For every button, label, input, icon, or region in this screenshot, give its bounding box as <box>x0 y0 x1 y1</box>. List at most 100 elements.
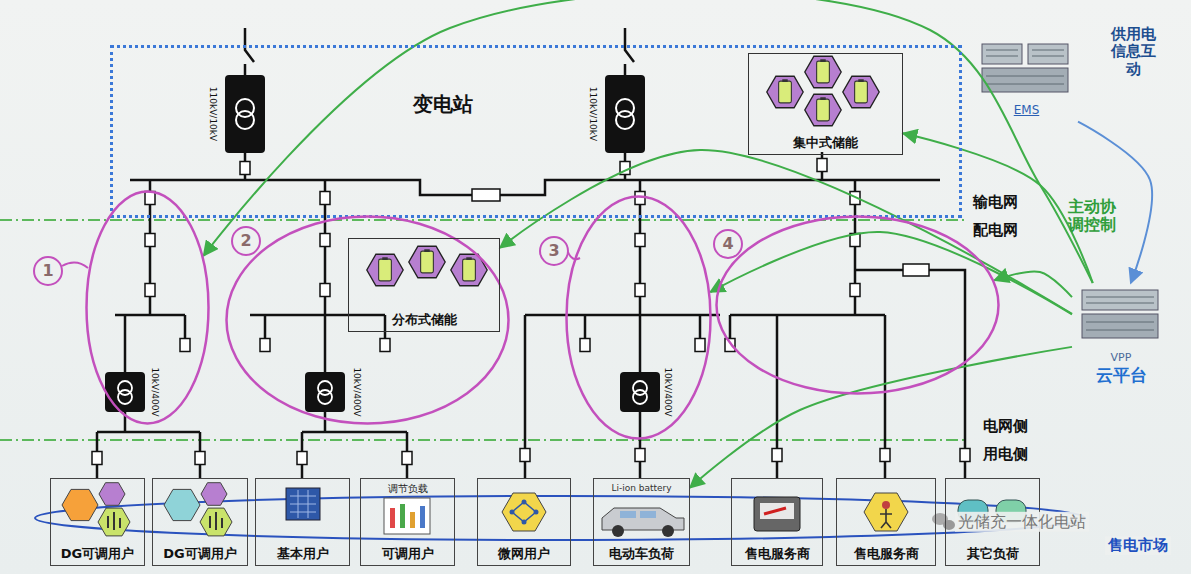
breaker-symbol <box>320 284 330 297</box>
breaker-symbol <box>725 339 735 352</box>
ellipse-outline <box>225 215 510 425</box>
breaker-symbol <box>635 234 645 247</box>
battery-hexagon <box>409 246 445 277</box>
callout-number: 3 <box>539 236 569 266</box>
region-ellipse <box>567 197 711 439</box>
breaker-symbol <box>402 452 412 465</box>
transformer-symbol <box>305 372 345 412</box>
battery-hexagon <box>843 76 879 107</box>
node-label: 售电服务商 <box>745 546 810 562</box>
transformer-symbol <box>620 372 660 412</box>
user-box: DG可调用户 <box>50 478 145 566</box>
breaker-symbol <box>635 284 645 297</box>
callout-number: 4 <box>713 229 743 259</box>
wire <box>250 180 407 478</box>
breaker-symbol <box>240 162 250 175</box>
side-label: 输电网 <box>973 194 1018 211</box>
battery-hexagon <box>767 76 803 107</box>
ellipse-outline <box>85 190 210 425</box>
server-icon <box>982 44 1068 92</box>
node-label: 售电服务商 <box>854 546 919 562</box>
wire <box>730 180 965 478</box>
callout-number: 1 <box>33 256 63 286</box>
watermark: 光储充一体化电站 <box>955 512 1089 532</box>
node-label: 集中式储能 <box>793 135 858 151</box>
breaker-symbol <box>520 449 530 462</box>
user-box: 售电服务商 <box>731 478 823 566</box>
node-label: 其它负荷 <box>967 546 1019 562</box>
node-label: 微网用户 <box>498 546 550 562</box>
node-label: VPP <box>1111 351 1132 364</box>
rating-label: 110kV/10kV <box>208 87 218 141</box>
user-box: 售电服务商 <box>836 478 936 566</box>
side-label: 售电市场 <box>1105 536 1171 555</box>
rating-label: 10kV/400V <box>352 367 362 416</box>
breaker-symbol <box>145 284 155 297</box>
service-icon <box>864 493 908 531</box>
breaker-symbol <box>635 449 645 462</box>
transformer-symbol <box>225 75 265 153</box>
transformer-symbol <box>605 75 645 153</box>
breaker-symbol <box>260 339 270 352</box>
dg-icon <box>164 483 232 536</box>
breaker-symbol <box>880 449 890 462</box>
node-label: 调节负载 <box>388 483 428 495</box>
rating-label: 10kV/400V <box>150 367 160 416</box>
substation-region: 变电站集中式储能 <box>110 45 962 218</box>
boundary-line <box>0 439 965 441</box>
breaker-symbol <box>960 449 970 462</box>
user-box: 微网用户 <box>477 478 571 566</box>
ellipse-outline <box>565 195 712 440</box>
side-label: 主动协调控制 <box>1068 198 1116 235</box>
node-label: Li-ion battery <box>611 483 671 494</box>
breaker-symbol <box>145 192 155 205</box>
rating-label: 110kV/10kV <box>588 87 598 141</box>
side-label: 配电网 <box>973 222 1018 239</box>
wire <box>245 152 822 180</box>
resistor-symbol <box>472 189 500 201</box>
server-node: EMS <box>975 38 1078 122</box>
storage-box: 分布式储能 <box>348 238 500 332</box>
user-box: Li-ion battery电动车负荷 <box>593 478 690 566</box>
region-ellipse: 1 <box>85 190 210 425</box>
region-ellipse <box>717 217 999 394</box>
dg-icon <box>62 483 130 536</box>
node-label: 可调用户 <box>382 546 434 562</box>
battery-hexagon <box>805 94 841 125</box>
breaker-symbol <box>195 452 205 465</box>
node-label: EMS <box>1014 103 1040 117</box>
server-icon <box>1082 290 1158 338</box>
breakers <box>92 159 970 465</box>
control-arrow <box>690 347 1072 488</box>
region-ellipse <box>227 217 509 424</box>
rating-label: 10kV/400V <box>663 367 673 416</box>
storage-box: 集中式储能 <box>748 53 903 155</box>
region-ellipse: 4 <box>715 215 1000 395</box>
control-arrow <box>903 133 1093 283</box>
breaker-symbol <box>92 452 102 465</box>
control-arrow <box>500 150 1072 314</box>
region-ellipse: 2 <box>225 215 510 425</box>
node-label: DG可调用户 <box>61 546 134 562</box>
wires <box>97 28 965 478</box>
node-label: 云平台 <box>1096 365 1147 385</box>
wire <box>525 180 720 478</box>
bus <box>130 180 940 195</box>
wire <box>245 28 254 75</box>
breaker-symbol <box>850 284 860 297</box>
wire <box>625 28 634 75</box>
side-label: 电网侧 <box>983 418 1028 435</box>
battery-hexagon <box>367 254 403 285</box>
control-arrow <box>710 232 1072 314</box>
breaker-symbol <box>695 339 705 352</box>
side-label: 供用电信息互动 <box>1111 26 1156 78</box>
node-label: 变电站 <box>413 92 473 116</box>
node-label: 分布式储能 <box>392 312 457 328</box>
breaker-symbol <box>580 339 590 352</box>
control-arrow <box>994 271 1072 297</box>
